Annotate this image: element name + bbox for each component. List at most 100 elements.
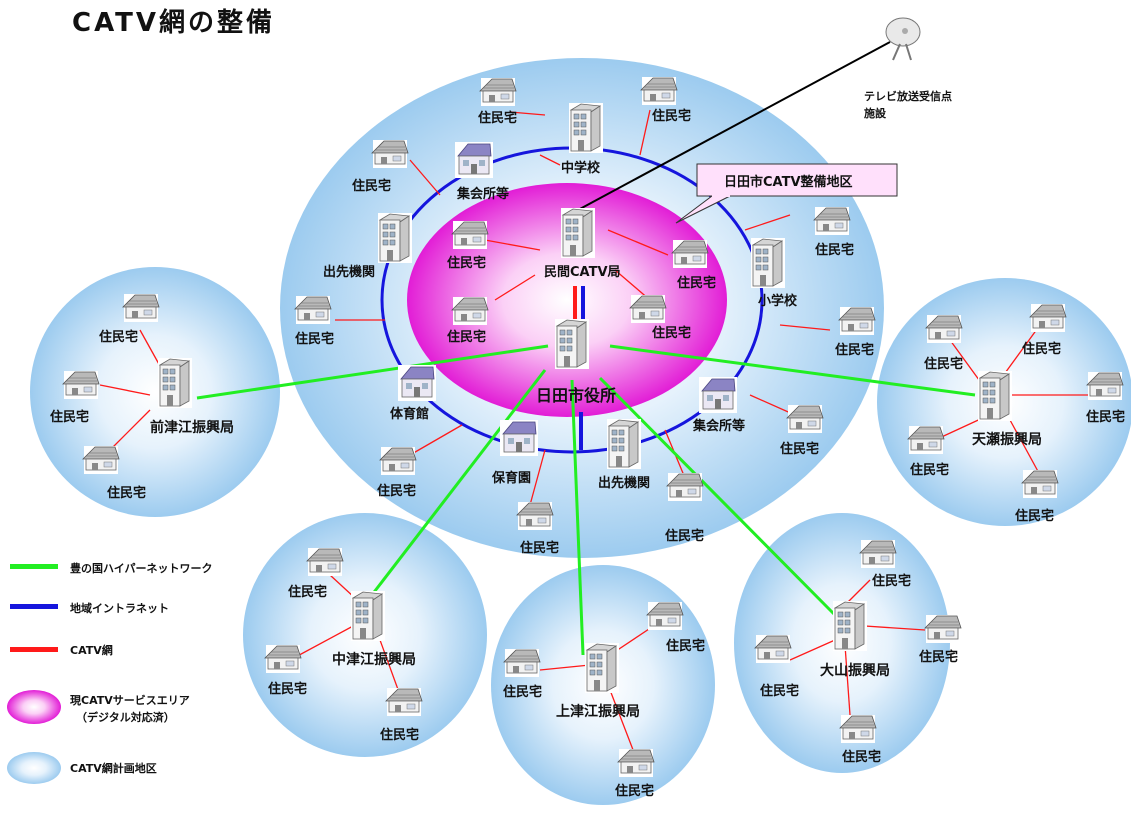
house-icon [62, 370, 100, 400]
house-label: 住民宅 [615, 783, 654, 799]
house-label: 住民宅 [677, 275, 716, 291]
house-label: 住民宅 [380, 727, 419, 743]
house-icon [617, 748, 655, 778]
house-icon [754, 634, 792, 664]
satellite-label: テレビ放送受信点 [864, 89, 952, 103]
house-icon [479, 77, 517, 107]
house-label: 住民宅 [288, 584, 327, 600]
maetsue-label: 前津江振興局 [150, 419, 234, 436]
kamitsue-office-icon [584, 642, 620, 694]
catv-link-vertical [573, 286, 577, 326]
maetsue-office-icon [157, 357, 193, 409]
house-icon [813, 206, 851, 236]
house-label: 住民宅 [835, 342, 874, 358]
legend-swatch-intranet [10, 604, 58, 609]
house-icon [451, 220, 489, 250]
legend-label-intranet: 地域イントラネット [70, 601, 169, 615]
house-label: 住民宅 [665, 528, 704, 544]
house-label: 住民宅 [520, 540, 559, 556]
nakatsue-label: 中津江振興局 [332, 651, 416, 668]
legend-label-planned-area: CATV網計画地区 [70, 761, 157, 775]
elementary-label: 小学校 [758, 293, 798, 309]
page-title: CATV網の整備 [72, 8, 276, 38]
house-icon [786, 404, 824, 434]
house-icon [666, 472, 704, 502]
house-label: 住民宅 [447, 255, 486, 271]
meeting-hall-icon [698, 376, 738, 414]
house-icon [306, 547, 344, 577]
satellite-dish-icon [885, 17, 921, 61]
branch-office-label: 出先機関 [598, 475, 650, 491]
meeting-hall-icon [454, 141, 494, 179]
intranet-link-vertical [581, 286, 585, 326]
house-label: 住民宅 [268, 681, 307, 697]
branch-office-icon [606, 418, 642, 470]
house-label: 住民宅 [924, 356, 963, 372]
house-icon [294, 295, 332, 325]
kamitsue-label: 上津江振興局 [556, 703, 640, 720]
house-icon [82, 445, 120, 475]
oyama-office-icon [832, 600, 868, 652]
house-icon [839, 714, 877, 744]
house-label: 住民宅 [377, 483, 416, 499]
city-hall-icon [554, 318, 590, 370]
legend-swatch-hyper [10, 564, 58, 569]
house-icon [924, 614, 962, 644]
legend-swatch-planned-area [7, 752, 61, 784]
private-catv-icon [560, 207, 596, 259]
house-label: 住民宅 [352, 178, 391, 194]
callout [675, 163, 898, 224]
gym-label: 体育館 [390, 406, 429, 422]
legend-label-service-area: （デジタル対応済） [76, 710, 175, 724]
intranet-link-lower [579, 412, 583, 450]
nakatsue-office-icon [350, 590, 386, 642]
junior-high-label: 中学校 [561, 160, 601, 176]
house-label: 住民宅 [872, 573, 911, 589]
legend: 豊の国ハイパーネットワーク 地域イントラネット CATV網 現CATVサービスエ… [7, 561, 213, 784]
hyper-network-lines [196, 344, 976, 656]
house-icon [503, 648, 541, 678]
legend-label-hyper: 豊の国ハイパーネットワーク [70, 561, 213, 575]
house-label: 住民宅 [1022, 341, 1061, 357]
house-labels: 住民宅 住民宅 住民宅 住民宅 住民宅 住民宅 住民宅 住民宅 住民宅 住民宅 … [50, 108, 1125, 799]
house-label: 住民宅 [1015, 508, 1054, 524]
callout-label: 日田市CATV整備地区 [724, 174, 853, 190]
junior-high-icon [568, 102, 604, 154]
house-icon [451, 296, 489, 326]
house-label: 住民宅 [815, 242, 854, 258]
house-label: 住民宅 [652, 325, 691, 341]
meeting-hall-label: 集会所等 [692, 418, 745, 434]
house-label: 住民宅 [842, 749, 881, 765]
house-icon [1086, 371, 1124, 401]
house-icon [385, 687, 423, 717]
house-label: 住民宅 [107, 485, 146, 501]
house-icon [646, 601, 684, 631]
satellite-label: 施設 [864, 106, 887, 120]
legend-swatch-service-area [7, 690, 61, 724]
house-icon [640, 76, 678, 106]
house-label: 住民宅 [295, 331, 334, 347]
branch-office-icon [377, 212, 413, 264]
satellite-link [577, 41, 891, 211]
house-label: 住民宅 [99, 329, 138, 345]
house-icon [629, 294, 667, 324]
house-label: 住民宅 [666, 638, 705, 654]
house-icon [1029, 303, 1067, 333]
house-icon [371, 139, 409, 169]
house-label: 住民宅 [478, 110, 517, 126]
private-catv-label: 民間CATV局 [544, 265, 621, 280]
house-icon [838, 306, 876, 336]
house-icon [379, 446, 417, 476]
city-hall-label: 日田市役所 [536, 386, 616, 405]
meeting-hall-label: 集会所等 [456, 186, 509, 202]
house-label: 住民宅 [503, 684, 542, 700]
house-label: 住民宅 [910, 462, 949, 478]
elementary-icon [750, 237, 786, 289]
amase-office-icon [977, 370, 1013, 422]
house-label: 住民宅 [50, 409, 89, 425]
house-label: 住民宅 [780, 441, 819, 457]
house-icon [516, 501, 554, 531]
gym-icon [397, 364, 437, 402]
house-icon [264, 644, 302, 674]
